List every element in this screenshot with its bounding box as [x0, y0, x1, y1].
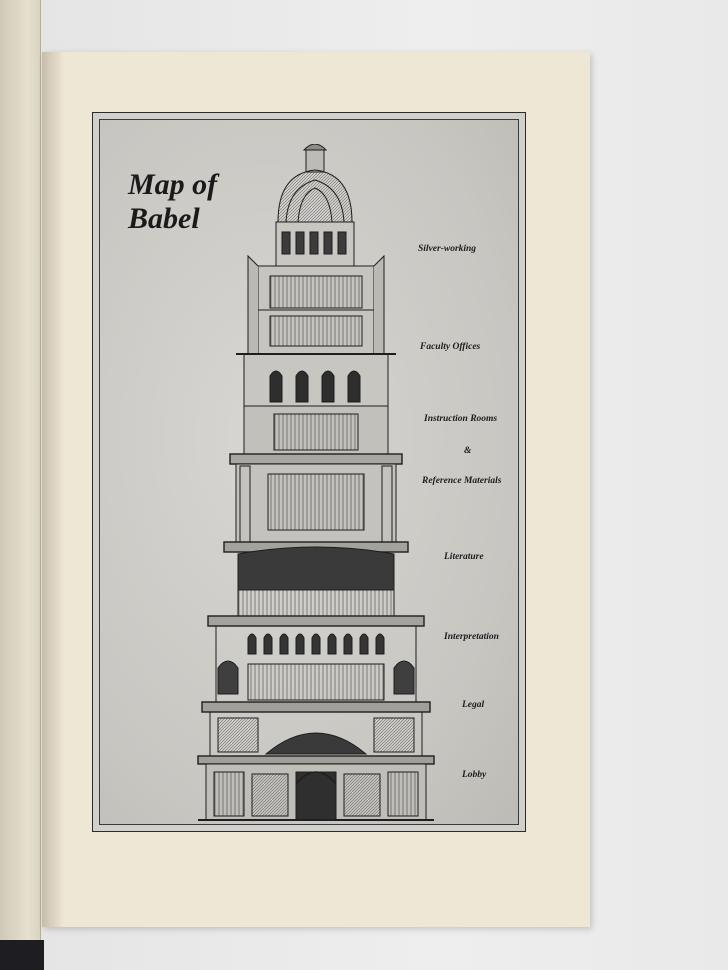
map-title: Map of Babel — [128, 168, 248, 236]
interpretation-arcades — [247, 633, 385, 655]
interpretation-side-arch-right — [393, 660, 415, 695]
page-gutter-shadow — [42, 52, 64, 927]
floor-instruction-rooms — [229, 453, 403, 465]
faculty-arches — [269, 370, 361, 403]
floor-interpretation — [207, 615, 425, 627]
left-page-edge — [0, 0, 41, 962]
label-ampersand: & — [464, 446, 472, 456]
lantern — [305, 147, 325, 173]
floor-legal — [201, 701, 431, 713]
label-reference-materials: Reference Materials — [422, 476, 502, 486]
dome — [277, 169, 353, 223]
map-plate: Map of Babel — [92, 112, 526, 832]
floor-lobby — [197, 755, 435, 765]
babel-tower-illustration — [197, 144, 435, 821]
label-silver-working: Silver-working — [418, 244, 477, 254]
label-lobby: Lobby — [462, 770, 487, 780]
map-title-line-2: Babel — [128, 202, 200, 235]
label-literature: Literature — [444, 552, 484, 562]
label-faculty-offices: Faculty Offices — [420, 342, 481, 352]
floor-faculty-offices — [243, 353, 389, 407]
label-legal: Legal — [462, 700, 485, 710]
map-plate-inner-frame: Map of Babel — [99, 119, 519, 825]
label-instruction-rooms: Instruction Rooms — [424, 414, 498, 424]
drum-windows — [281, 231, 347, 255]
book-cover-corner — [0, 940, 44, 970]
lobby-doorway — [295, 771, 337, 821]
lantern-cap — [302, 144, 328, 151]
label-interpretation: Interpretation — [444, 632, 499, 642]
interpretation-side-arch-left — [217, 660, 239, 695]
map-title-line-1: Map of — [128, 168, 218, 201]
